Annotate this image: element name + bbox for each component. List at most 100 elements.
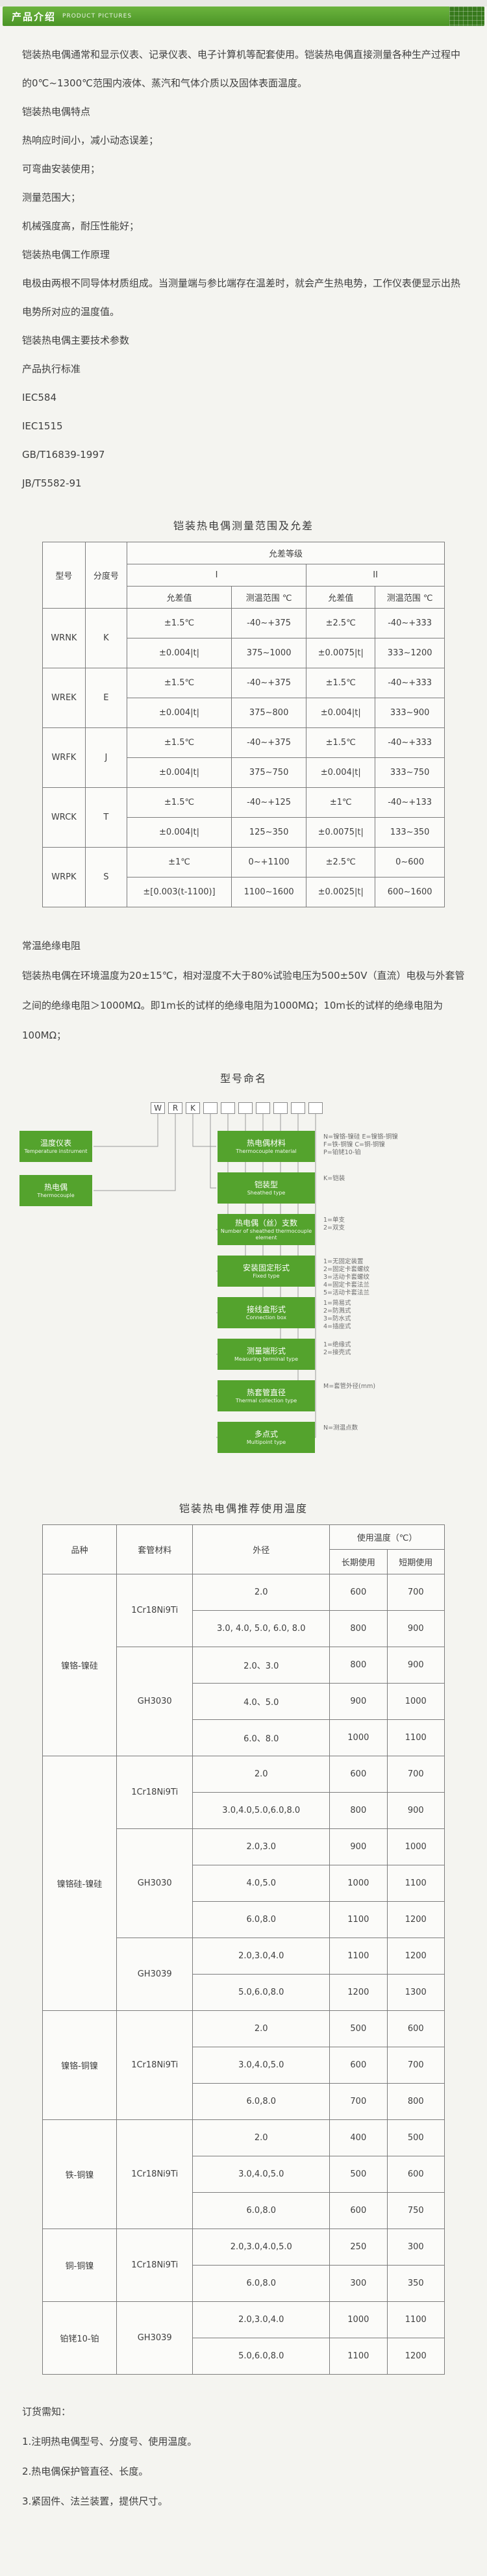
label-cn: 铠装型	[254, 1180, 278, 1189]
intro-line: 铠装热电偶特点	[22, 106, 91, 118]
naming-code-list: M=套管外径(mm)	[323, 1383, 476, 1391]
short-term-cell: 700	[386, 2047, 445, 2084]
insulation-section: 常温绝缘电阻 铠装热电偶在环境温度为20±15℃，相对湿度不大于80%试验电压为…	[0, 907, 487, 1050]
col-header-range-1: 测温范围 ℃	[231, 586, 307, 609]
value-cell: ±0.004|t|	[127, 757, 232, 788]
short-term-cell: 900	[386, 1610, 445, 1647]
tolerance-row: ±[0.003(t-1100)]1100~1600±0.0025|t|600~1…	[43, 877, 445, 907]
intro-line: IEC584	[22, 392, 57, 403]
col-header-grade2: II	[306, 564, 445, 587]
variety-cell: 铁-铜镍	[42, 2119, 118, 2229]
value-cell: ±1.5℃	[306, 727, 376, 758]
value-cell: 0~600	[375, 847, 445, 878]
value-cell: 333~900	[375, 698, 445, 728]
code-item: N=镍铬-镍硅 E=镍铬-铜镍	[323, 1133, 398, 1141]
label-cn: 热套管直径	[246, 1387, 286, 1397]
short-term-cell: 1100	[386, 1865, 445, 1902]
intro-line: 产品执行标准	[22, 363, 81, 375]
value-cell: 1100~1600	[231, 877, 307, 907]
intro-line: 电极由两根不同导体材质组成。当测量端与参比端存在温差时，就会产生热电势，工作仪表…	[22, 277, 461, 318]
od-cell: 6.0,8.0	[192, 1901, 331, 1938]
order-note-item: 2.热电偶保护管直径、长度。	[22, 2466, 149, 2477]
col-header-grade1: I	[127, 564, 307, 587]
label-en: Thermal collection type	[235, 1397, 297, 1404]
model-code-box	[273, 1102, 288, 1114]
od-cell: 3.0,4.0,5.0	[192, 2047, 331, 2084]
label-en: Temperature instrument	[24, 1148, 88, 1154]
od-cell: 4.0,5.0	[192, 1865, 331, 1902]
label-en: Sheathed type	[247, 1189, 286, 1196]
code-item: K=铠装	[323, 1175, 345, 1182]
od-cell: 6.0,8.0	[192, 2265, 331, 2302]
temperature-table-title: 铠装热电偶推荐使用温度	[179, 1502, 308, 1515]
short-term-cell: 1100	[386, 2301, 445, 2338]
od-cell: 2.0	[192, 1756, 331, 1793]
value-cell: ±[0.003(t-1100)]	[127, 877, 232, 907]
intro-line: 铠装热电偶主要技术参数	[22, 335, 130, 346]
code-item: 2=防溅式	[323, 1307, 351, 1315]
variety-cell: 镍铬-镍硅	[42, 1574, 118, 1756]
label-en: Thermocouple	[37, 1192, 75, 1198]
tolerance-table: 型号 分度号 允差等级 I II 允差值 测温范围 ℃ 允差值 测温范围 ℃ W…	[42, 542, 445, 907]
long-term-cell: 1100	[329, 2338, 388, 2375]
variety-cell: 镍铬硅-镍硅	[42, 1756, 118, 2011]
value-cell: -40~+333	[375, 727, 445, 758]
label-en: Multipoint type	[246, 1439, 286, 1445]
long-term-cell: 1000	[329, 2301, 388, 2338]
od-cell: 3.0, 4.0, 5.0, 6.0, 8.0	[192, 1610, 331, 1647]
label-en: Connection box	[245, 1314, 287, 1320]
label-cn: 接线盒形式	[246, 1304, 286, 1314]
code-item: 4=固定卡套法兰	[323, 1282, 370, 1289]
long-term-cell: 900	[329, 1828, 388, 1865]
label-en: Thermocouple material	[236, 1148, 297, 1154]
short-term-cell: 1200	[386, 1901, 445, 1938]
model-code-box: W	[151, 1102, 165, 1114]
od-cell: 2.0	[192, 1574, 331, 1611]
od-cell: 4.0、5.0	[192, 1683, 331, 1720]
index-cell: K	[84, 608, 128, 668]
value-cell: ±1.5℃	[127, 608, 232, 638]
value-cell: 0~+1100	[231, 847, 307, 878]
value-cell: 600~1600	[375, 877, 445, 907]
label-cn: 热电偶材料	[246, 1138, 286, 1148]
value-cell: 375~800	[231, 698, 307, 728]
short-term-cell: 700	[386, 1756, 445, 1793]
long-term-cell: 500	[329, 2156, 388, 2193]
od-cell: 2.0,3.0	[192, 1828, 331, 1865]
intro-line: 测量范围大；	[22, 192, 81, 203]
value-cell: ±2.5℃	[306, 847, 376, 878]
od-cell: 5.0,6.0,8.0	[192, 1974, 331, 2011]
variety-cell: 镍铬-铜镍	[42, 2010, 118, 2120]
order-notes-list: 1.注明热电偶型号、分度号、使用温度。2.热电偶保护管直径、长度。3.紧固件、法…	[22, 2427, 465, 2516]
od-cell: 5.0,6.0,8.0	[192, 2338, 331, 2375]
short-term-cell: 1000	[386, 1828, 445, 1865]
index-cell: E	[84, 668, 128, 728]
short-term-cell: 1100	[386, 1719, 445, 1756]
order-notes-title: 订货需知：	[22, 2406, 71, 2418]
col-header-long-term: 长期使用	[329, 1549, 388, 1574]
intro-line: JB/T5582-91	[22, 477, 82, 489]
value-cell: ±0.004|t|	[127, 698, 232, 728]
long-term-cell: 800	[329, 1792, 388, 1829]
